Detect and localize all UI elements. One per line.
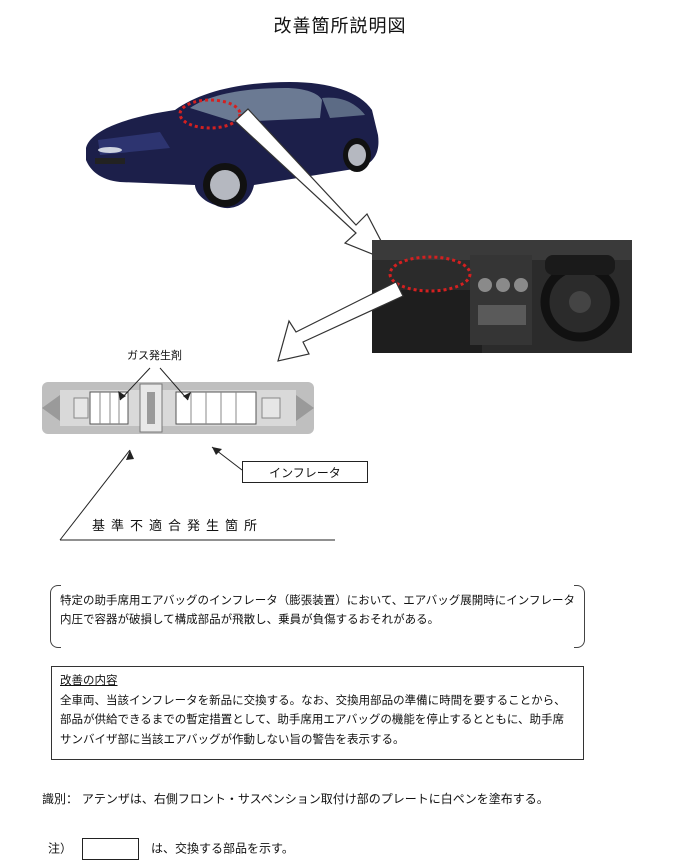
gas-generator-label: ガス発生剤 xyxy=(127,349,182,362)
arrow-car-to-dash xyxy=(234,108,394,264)
highlight-circle-car xyxy=(178,98,242,130)
dashboard-image xyxy=(372,240,632,353)
improvement-box: 改善の内容 全車両、当該インフレータを新品に交換する。なお、交換用部品の準備に時… xyxy=(51,666,584,760)
inflator-diagram xyxy=(42,382,314,434)
arrow-dash-to-inflator xyxy=(277,281,404,362)
highlight-circle-dash xyxy=(388,255,472,293)
improvement-heading: 改善の内容 xyxy=(60,673,118,687)
defect-description: 特定の助手席用エアバッグのインフレータ（膨張装置）において、エアバッグ展開時にイ… xyxy=(50,585,585,648)
page-title: 改善箇所説明図 xyxy=(273,16,407,37)
leader-gas-right xyxy=(159,367,189,401)
note-suffix: は、交換する部品を示す。 xyxy=(151,841,294,856)
car-image xyxy=(86,82,379,209)
improvement-text: 全車両、当該インフレータを新品に交換する。なお、交換用部品の準備に時間を要するこ… xyxy=(60,692,566,746)
defect-location-label: 基準不適合発生箇所 xyxy=(92,519,264,534)
leader-defect xyxy=(59,449,131,541)
identification-text: 識別： アテンザは、右側フロント・サスペンション取付け部のプレートに白ペンを塗布… xyxy=(42,792,549,806)
inflator-label: インフレータ xyxy=(242,461,368,483)
note: 注） は、交換する部品を示す。 xyxy=(48,838,294,860)
note-legend-box xyxy=(82,838,140,860)
note-prefix: 注） xyxy=(48,841,73,856)
leader-gas-left xyxy=(119,367,151,401)
defect-description-text: 特定の助手席用エアバッグのインフレータ（膨張装置）において、エアバッグ展開時にイ… xyxy=(60,593,575,626)
